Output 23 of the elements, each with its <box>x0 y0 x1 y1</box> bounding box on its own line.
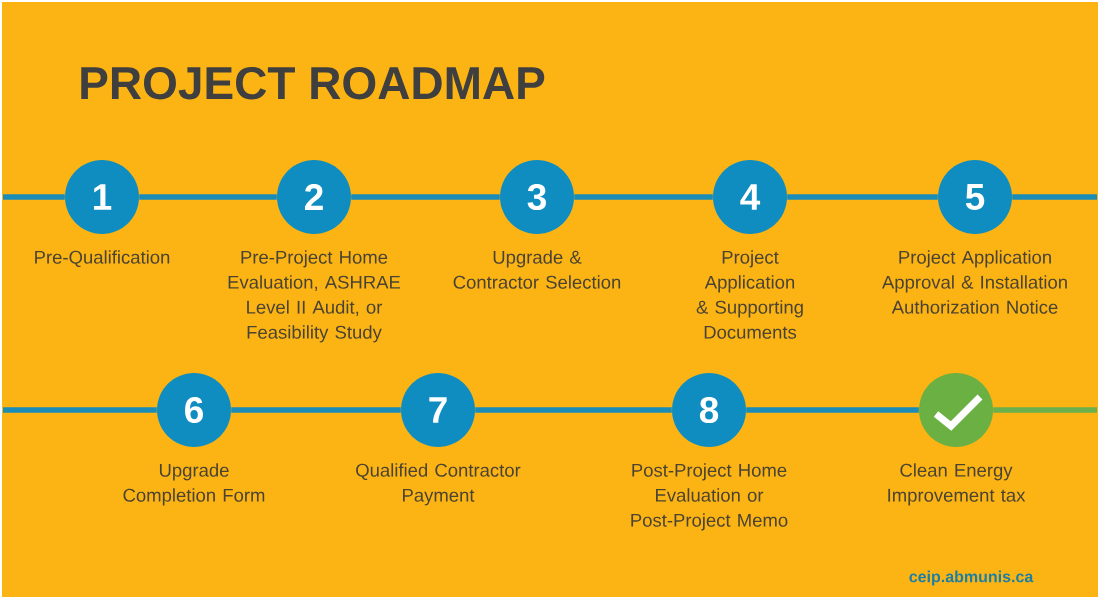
step-label: Post-Project Home Evaluation or Post-Project Memo <box>631 463 788 531</box>
step-label: Pre-Project Home Evaluation, ASHRAE Level II Audit, or Feasibility Study <box>228 250 401 343</box>
step-label: Project Application & Supporting Documents <box>696 250 803 339</box>
connector-line <box>746 407 919 413</box>
step-label: Pre-Qualification <box>35 250 170 268</box>
connector-line <box>3 407 157 413</box>
step-label: Clean Energy Improvement tax <box>888 463 1026 506</box>
connector-line <box>475 407 672 413</box>
title: PROJECT ROADMAP <box>81 66 545 100</box>
step-label: Qualified Contractor Payment <box>356 463 521 506</box>
step-label: Project Application Approval & Installation Authorization Notice <box>882 250 1067 314</box>
connector-line <box>993 407 1097 413</box>
connector-line <box>139 194 277 200</box>
connector-line <box>787 194 938 200</box>
connector-line <box>1012 194 1097 200</box>
connector-line <box>351 194 500 200</box>
step-label: Upgrade & Contractor Selection <box>453 250 621 289</box>
connector-line <box>231 407 401 413</box>
connector-line <box>574 194 713 200</box>
connector-line <box>3 194 65 200</box>
step-label: Upgrade Completion Form <box>123 463 265 506</box>
web-address: ceip.abmunis.ca <box>909 570 1034 586</box>
step-circle <box>919 373 993 447</box>
